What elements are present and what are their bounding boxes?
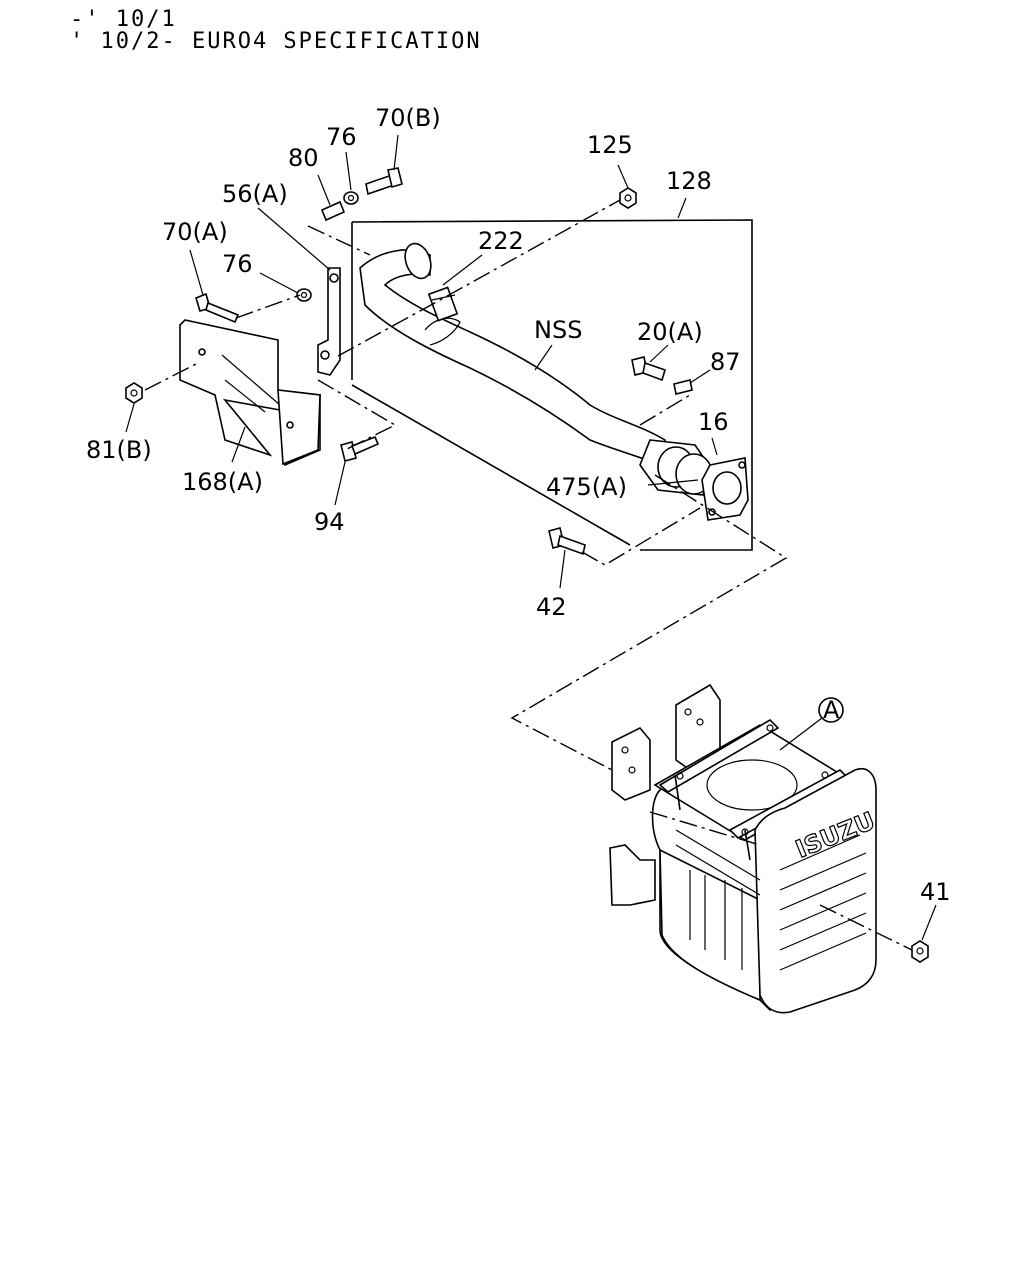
leader-lines (125, 134, 937, 941)
bolt-70a (195, 292, 240, 324)
callout-87: 87 (710, 348, 741, 376)
callout-168a: 168(A) (182, 468, 263, 496)
spacer-80 (320, 200, 346, 222)
alignment-lines (144, 199, 913, 951)
callout-41: 41 (920, 878, 951, 906)
assembly-128-frame (351, 219, 753, 551)
callout-nss: NSS (534, 316, 582, 344)
bolt-94 (340, 435, 380, 462)
washer-76b (296, 288, 312, 302)
reference-circle-a (818, 697, 844, 723)
callout-80: 80 (288, 144, 319, 172)
pipe-flange-assembly (639, 439, 749, 521)
callout-81b: 81(B) (86, 436, 152, 464)
callout-475a: 475(A) (546, 473, 627, 501)
callout-222: 222 (478, 227, 524, 255)
callout-70a: 70(A) (162, 218, 228, 246)
bolt-20a (631, 356, 666, 382)
callout-56a: 56(A) (222, 180, 288, 208)
callout-ref-a: A (823, 696, 840, 724)
callout-42: 42 (536, 593, 567, 621)
callout-94: 94 (314, 508, 345, 536)
header-revision-line: -' 10/1 (70, 7, 177, 32)
exhaust-pipe (359, 242, 666, 467)
callout-128: 128 (666, 167, 712, 195)
callout-125: 125 (587, 131, 633, 159)
bracket-168a (179, 319, 321, 467)
nut-125 (619, 187, 637, 209)
callout-20a: 20(A) (637, 318, 703, 346)
nut-81b (125, 382, 143, 404)
callout-labels: 70(B) 76 80 56(A) 70(A) 76 81(B) 168(A) … (86, 104, 951, 906)
callout-76-upper: 76 (326, 123, 357, 151)
nut-41 (911, 940, 929, 963)
bolt-42 (548, 527, 586, 556)
muffler-assembly: ISUZU (609, 683, 879, 1014)
callout-16: 16 (698, 408, 729, 436)
callout-76-lower: 76 (222, 250, 253, 278)
bolt-87 (673, 379, 693, 395)
washer-76a (343, 191, 359, 205)
pipe-clamp-222 (427, 286, 459, 322)
callout-70b: 70(B) (375, 104, 441, 132)
bolt-70b (365, 167, 403, 196)
header-specification-line: ' 10/2- EURO4 SPECIFICATION (70, 29, 482, 54)
hanger-56a (317, 267, 341, 376)
